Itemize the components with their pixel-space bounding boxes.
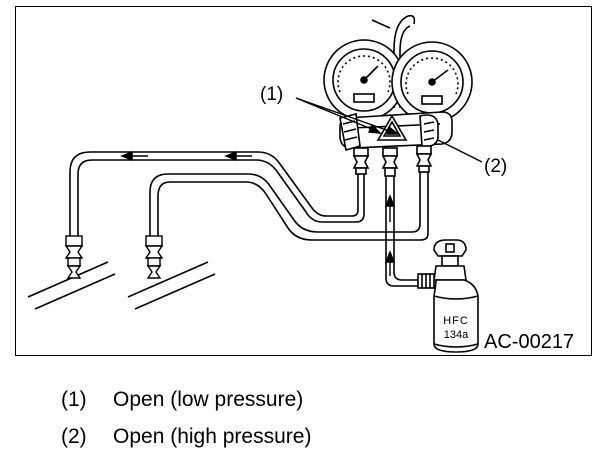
manifold-fittings (352, 145, 433, 177)
hose-couplers (64, 235, 164, 279)
callout-1-label: (1) (260, 84, 283, 105)
manifold-gauge-set (323, 14, 473, 177)
can-label-line1: HFC (443, 315, 469, 327)
refrigerant-can (417, 239, 479, 353)
callout-leaders (295, 97, 483, 163)
callout-2-label: (2) (484, 156, 507, 177)
legend-text: Open (high pressure) (113, 425, 312, 448)
can-label-line2: 134a (444, 329, 469, 341)
legend-text: Open (low pressure) (113, 388, 304, 411)
service-pipes (27, 261, 216, 310)
legend-item-1: (1) Open (low pressure) (61, 388, 303, 412)
low-pressure-hose-inner (77, 159, 365, 236)
legend-number: (2) (61, 425, 87, 448)
low-pressure-hose-outer (69, 151, 359, 236)
center-hose-outer (385, 176, 418, 287)
high-pressure-hose-inner (157, 172, 429, 241)
figure-code: AC-00217 (484, 331, 574, 353)
high-pressure-gauge (391, 41, 473, 123)
low-pressure-gauge (323, 39, 405, 121)
diagram-frame (15, 6, 592, 356)
hanger-hook (393, 14, 416, 108)
high-valve-knob (419, 114, 439, 148)
legend-item-2: (2) Open (high pressure) (61, 425, 311, 449)
high-pressure-hose-outer (149, 172, 421, 236)
low-valve-knob (339, 113, 361, 152)
hoses (69, 151, 429, 287)
flow-arrows (120, 150, 396, 276)
center-hose-inner (393, 176, 418, 281)
legend-number: (1) (61, 388, 87, 411)
